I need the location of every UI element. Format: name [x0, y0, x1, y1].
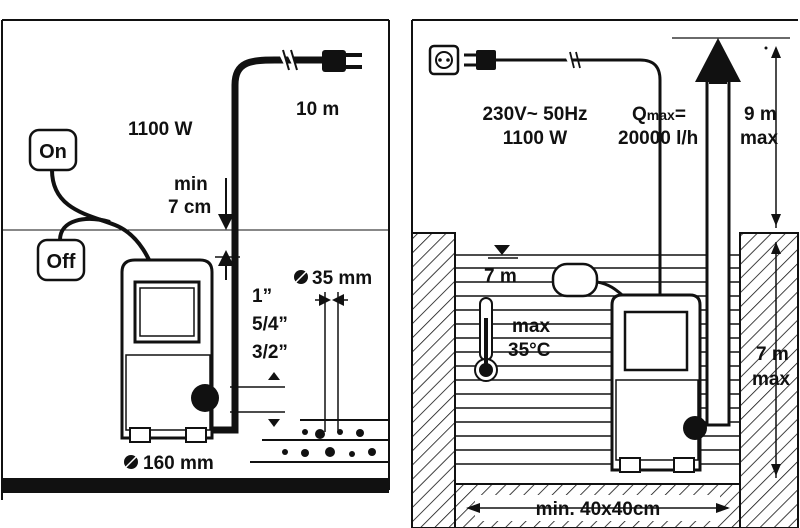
switch-on-box: On	[28, 128, 78, 172]
pit-wall-right	[739, 232, 799, 528]
plug-icon-right	[464, 50, 496, 70]
pit-wall-left	[411, 232, 456, 528]
base-diameter-label: 160 mm	[143, 453, 214, 474]
voltage-label: 230V~ 50Hz	[482, 104, 587, 125]
socket-icon	[428, 44, 460, 76]
flow-line1: Qmax=	[632, 104, 686, 125]
head-height-2: max	[740, 128, 778, 149]
switch-off-label: Off	[47, 251, 76, 273]
min-depth-line2: 7 cm	[168, 197, 211, 218]
float-switch-icon	[551, 262, 599, 298]
temp-line2: 35°C	[508, 340, 551, 361]
temp-line1: max	[512, 316, 550, 337]
cable-length-label: 10 m	[296, 99, 339, 120]
outlet-size-2: 5/4”	[252, 314, 288, 335]
flow-line2: 20000 l/h	[618, 128, 698, 149]
plug-icon	[322, 50, 362, 72]
water-level-marker	[494, 245, 510, 255]
right-panel: 230V~ 50Hz 1100 W Qmax= 20000 l/h 9 m ma…	[411, 19, 799, 528]
thermometer-icon	[474, 297, 498, 382]
discharge-arrow	[695, 38, 741, 427]
head-height-1: 9 m	[744, 104, 777, 125]
gravel-floor	[250, 419, 389, 463]
switch-off-box: Off	[36, 238, 86, 282]
power-cable	[205, 56, 330, 434]
right-power-label: 1100 W	[503, 128, 567, 149]
pit-size-label: min. 40x40cm	[536, 499, 661, 520]
pump-icon-right	[610, 293, 707, 473]
floor-bar	[2, 478, 389, 493]
water-level-label: 7 m	[484, 266, 517, 287]
outlet-size-1: 1”	[252, 286, 272, 307]
particle-size-label: 35 mm	[312, 268, 372, 289]
float-cable-branch	[58, 217, 111, 241]
min-depth-line1: min	[174, 174, 208, 195]
depth-1: 7 m	[756, 344, 789, 365]
right-power-cable	[496, 58, 662, 340]
left-panel: On Off	[1, 19, 390, 500]
switch-on-label: On	[39, 141, 67, 163]
outlet-size-3: 3/2”	[252, 342, 288, 363]
left-power-label: 1100 W	[128, 119, 192, 140]
depth-2: max	[752, 369, 790, 390]
pump-icon	[120, 258, 219, 443]
